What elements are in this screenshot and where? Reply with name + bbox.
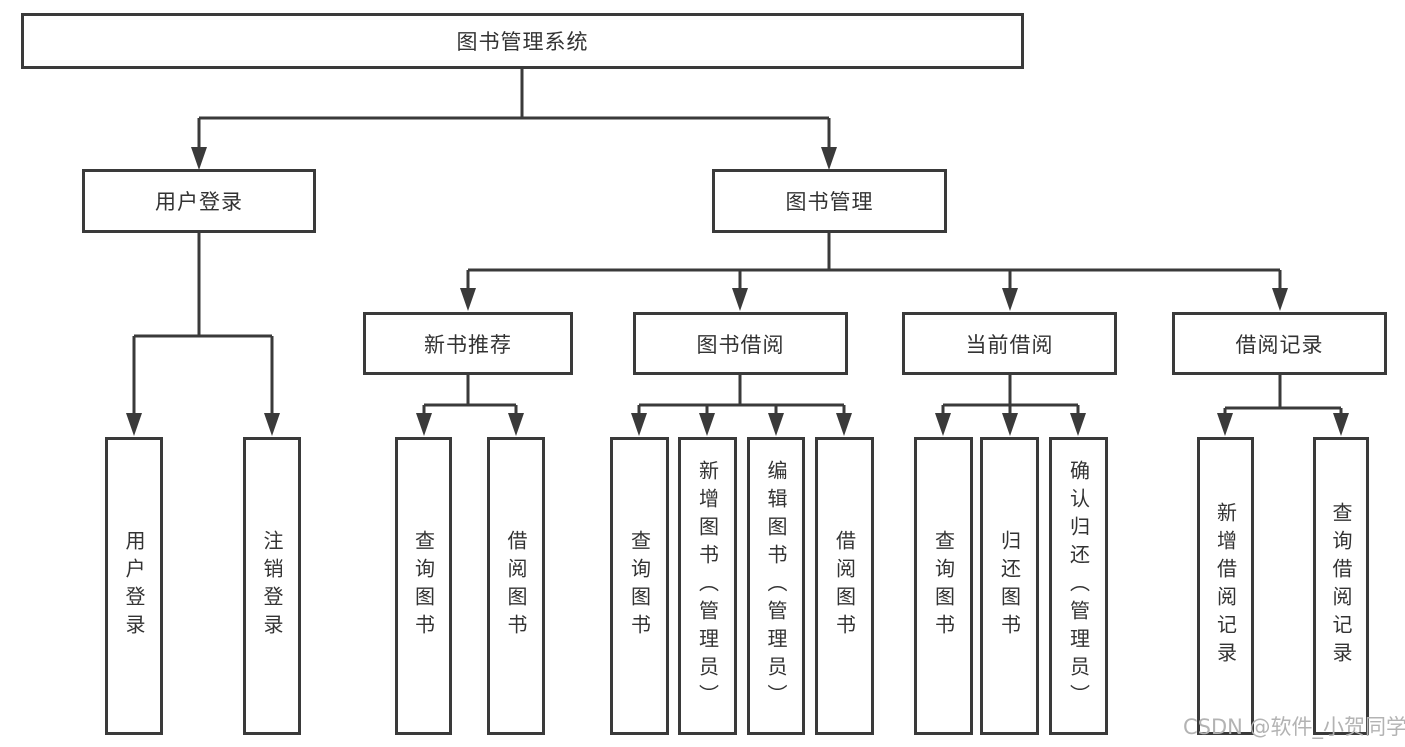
leaf-records-add-borrow-record: 新增借阅记录 — [1197, 437, 1254, 735]
leaf-recommend-query-books: 查询图书 — [395, 437, 452, 735]
arrowhead-icon — [732, 288, 748, 311]
arrowhead-icon — [460, 288, 476, 311]
watermark-text: CSDN @软件_小贺同学 — [1183, 715, 1405, 739]
leaf-borrow-edit-books-admin: 编辑图书（管理员） — [747, 437, 805, 735]
arrowhead-icon — [1272, 288, 1288, 311]
leaf-current-query-books: 查询图书 — [914, 437, 973, 735]
connector-borrow-to-leaves — [637, 375, 846, 416]
connector-bookmgmt-to-level3 — [466, 233, 1282, 291]
leaf-current-return-books: 归还图书 — [980, 437, 1039, 735]
leaf-borrow-borrow-books: 借阅图书 — [815, 437, 874, 735]
arrowhead-icon — [126, 413, 142, 436]
arrowhead-icon — [1333, 413, 1349, 436]
arrowhead-icon — [699, 413, 715, 436]
node-borrow-records: 借阅记录 — [1172, 312, 1387, 375]
arrowhead-icon — [935, 413, 951, 436]
node-root: 图书管理系统 — [21, 13, 1024, 69]
leaf-borrow-add-books-admin: 新增图书（管理员） — [678, 437, 737, 735]
arrowhead-icon — [836, 413, 852, 436]
connector-recommend-to-leaves — [422, 375, 518, 416]
node-book-borrow: 图书借阅 — [633, 312, 848, 375]
leaf-user-login: 用户登录 — [105, 437, 163, 735]
arrowhead-icon — [264, 413, 280, 436]
leaf-recommend-borrow-books: 借阅图书 — [487, 437, 545, 735]
node-new-book-recommend: 新书推荐 — [363, 312, 573, 375]
node-book-management: 图书管理 — [712, 169, 947, 233]
connector-records-to-leaves — [1223, 375, 1343, 416]
arrowhead-icon — [821, 147, 837, 170]
leaf-logout: 注销登录 — [243, 437, 301, 735]
connector-root-to-level2 — [197, 69, 831, 150]
node-user-login: 用户登录 — [82, 169, 316, 233]
arrowhead-icon — [1002, 413, 1018, 436]
leaf-records-query-borrow-record: 查询借阅记录 — [1313, 437, 1369, 735]
arrowheads — [126, 147, 1349, 436]
connector-userlogin-to-leaves — [132, 233, 274, 416]
connector-current-to-leaves — [941, 375, 1080, 416]
arrowhead-icon — [631, 413, 647, 436]
arrowhead-icon — [768, 413, 784, 436]
node-current-borrow: 当前借阅 — [902, 312, 1117, 375]
arrowhead-icon — [508, 413, 524, 436]
arrowhead-icon — [1002, 288, 1018, 311]
arrowhead-icon — [1070, 413, 1086, 436]
arrowhead-icon — [416, 413, 432, 436]
leaf-borrow-query-books: 查询图书 — [610, 437, 669, 735]
arrowhead-icon — [1217, 413, 1233, 436]
arrowhead-icon — [191, 147, 207, 170]
leaf-current-confirm-return-admin: 确认归还（管理员） — [1049, 437, 1108, 735]
